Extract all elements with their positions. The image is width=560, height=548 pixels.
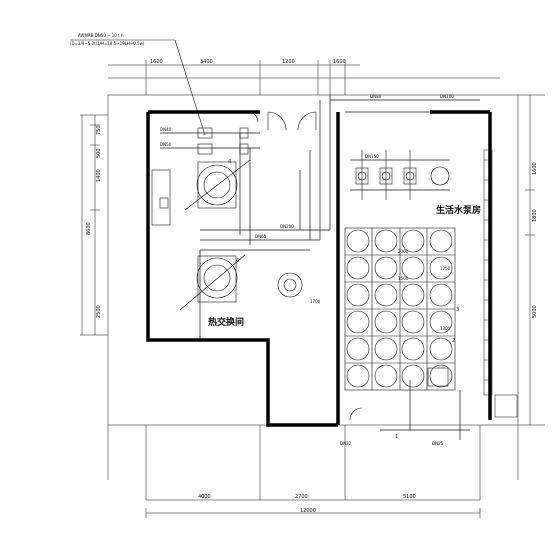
pipe-tag-7: DN32 [340, 441, 352, 446]
dim-left-3: 8600 [86, 222, 92, 235]
equipment-number-0: 4 [228, 159, 231, 165]
bottom-dimensions [145, 499, 481, 518]
pipe-tag-5: DN200 [280, 224, 294, 229]
top-note-line1: AWMRB DN50 ~ 10 t h [78, 33, 124, 38]
pipe-tag-0: DN40 [160, 127, 172, 132]
dim-bottom-2: 5100 [403, 494, 416, 500]
dim-bottom-0: 4000 [198, 494, 211, 500]
dim-left-1: 500 [96, 148, 102, 158]
dim-left-2: 1400 [96, 169, 102, 182]
pipe-tag-8: DN25 [432, 441, 444, 446]
dim-top-0: 1600 [150, 59, 163, 65]
water-tank [344, 227, 456, 391]
dim-top-3: 1600 [333, 59, 346, 65]
equipment-number-2: 3 [456, 307, 459, 313]
dim-top-2: 1200 [282, 59, 295, 65]
water-pump-room-label: 生活水泵房 [436, 204, 481, 216]
pipe-tag-2: DN80 [370, 94, 382, 99]
door-swings [247, 111, 363, 421]
left-dimensions [81, 115, 100, 335]
dim-bottom-total: 12000 [300, 508, 316, 514]
pipe-tag-4: DN150 [365, 154, 379, 159]
heat-exchange-room-label: 热交换间 [208, 316, 244, 328]
top-dimensions [108, 60, 500, 95]
dim-bottom-1: 2700 [295, 494, 308, 500]
small-mark-0: 1700 [310, 299, 321, 304]
dim-right-2: 5000 [532, 305, 538, 318]
right-wall-strip [483, 149, 518, 418]
pipe-tag-3: DN100 [440, 94, 454, 99]
equipment-number-1: 4 [236, 258, 239, 264]
walls [146, 110, 492, 427]
small-mark-3: 2000 [398, 249, 409, 254]
small-mark-2: 1300 [440, 326, 451, 331]
pipe-tag-1: DN50 [160, 142, 172, 147]
small-mark-1: 1250 [440, 266, 451, 271]
pipe-tag-6: DN65 [255, 234, 267, 239]
equipment-number-4: 1 [395, 434, 398, 440]
dim-top-1: 3400 [200, 59, 213, 65]
top-note-line2: (D=2/9~5.2t/1/H=18.5~19LH~0.5w) [70, 41, 145, 46]
dim-right-1: 1800 [532, 209, 538, 222]
dim-left-0: 750 [96, 125, 102, 135]
top-note: AWMRB DN50 ~ 10 t h (D=2/9~5.2t/1/H=18.5… [70, 33, 206, 136]
right-dimensions [525, 95, 535, 425]
water-pumps [355, 150, 450, 200]
pipes [160, 95, 480, 440]
equipment-left-misc [151, 127, 303, 298]
small-mark-4: 1500 [398, 276, 409, 281]
dim-left-4: 2500 [96, 305, 102, 318]
heat-exchanger-2 [179, 254, 246, 311]
heat-exchanger-1 [184, 159, 251, 211]
equipment-number-3: 2 [452, 338, 455, 344]
dim-right-0: 1600 [532, 162, 538, 175]
